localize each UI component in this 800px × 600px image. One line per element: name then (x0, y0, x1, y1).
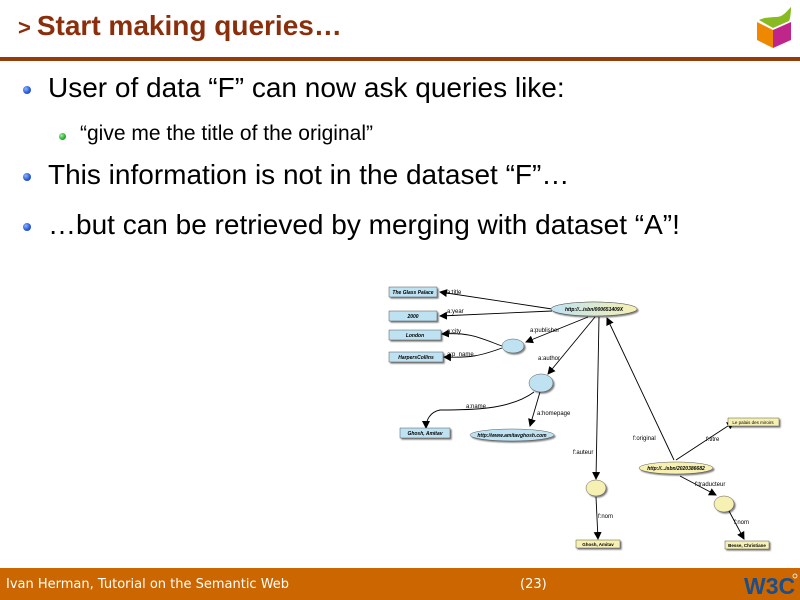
uri-book-fr: http://...isbn/2020386682 (647, 466, 705, 472)
edge-label-nom: f:nom (598, 514, 613, 520)
edge-label-city: a:city (447, 329, 461, 335)
literal-traducteur-nom: Besse, Christiane (728, 543, 766, 548)
edge-label-auteur: f:auteur (573, 450, 593, 456)
w3c-logo-icon: W3C (744, 573, 798, 598)
edge-label-title: a:title (447, 290, 462, 296)
sub-bullet-item: “give me the title of the original” (80, 122, 373, 145)
title-rule (0, 57, 800, 61)
bullet-icon (23, 173, 31, 181)
bullet-item: User of data “F” can now ask queries lik… (48, 72, 565, 103)
uri-book-en: http://...isbn/000651409X (565, 307, 624, 313)
literal-year: 2000 (406, 314, 418, 320)
title-text: Start making queries… (36, 10, 342, 41)
footer-author: Ivan Herman, Tutorial on the Semantic We… (6, 577, 290, 592)
bullet-item: …but can be retrieved by merging with da… (48, 209, 680, 240)
literal-city: London (406, 333, 424, 339)
svg-text:W3C: W3C (744, 573, 795, 598)
edge-label-original: f:original (633, 436, 656, 442)
literal-title: The Glass Palace (392, 290, 433, 296)
edge-labels: a:title a:year a:publisher a:city a:p_na… (447, 290, 749, 526)
bullet-icon (23, 223, 31, 231)
edge-label-titre: f:titre (706, 437, 720, 443)
diagram-edges (422, 289, 745, 540)
slide-title: >Start making queries… (18, 10, 342, 42)
title-marker: > (18, 15, 31, 40)
literal-titre: Le palais des miroirs (732, 420, 774, 425)
slide-footer: Ivan Herman, Tutorial on the Semantic We… (0, 568, 800, 600)
sub-bullet-icon (59, 133, 66, 140)
edge-label-homepage: a:homepage (537, 411, 571, 417)
edge-label-p-name: a:p_name (447, 352, 474, 358)
literal-auteur-nom: Ghosh, Amitav (582, 542, 614, 547)
edge-label-author: a:author (538, 356, 560, 362)
semantic-web-cube-icon (757, 7, 791, 48)
bullet-icon (23, 86, 31, 94)
edge-label-traducteur: f:traducteur (695, 482, 725, 488)
rdf-merge-diagram: a:title a:year a:publisher a:city a:p_na… (388, 286, 780, 550)
bullet-item: This information is not in the dataset “… (48, 159, 570, 190)
uri-homepage: http://www.amitavghosh.com (477, 433, 547, 439)
literal-author-name: Ghosh, Amitav (407, 431, 443, 437)
edge-label-name: a:name (466, 404, 487, 410)
literal-publisher-name: HarpersCollins (398, 355, 434, 361)
edge-label-nom: f:nom (734, 520, 749, 526)
page-number: (23) (520, 577, 547, 592)
edge-label-publisher: a:publisher (530, 328, 559, 334)
edge-label-year: a:year (447, 309, 464, 315)
